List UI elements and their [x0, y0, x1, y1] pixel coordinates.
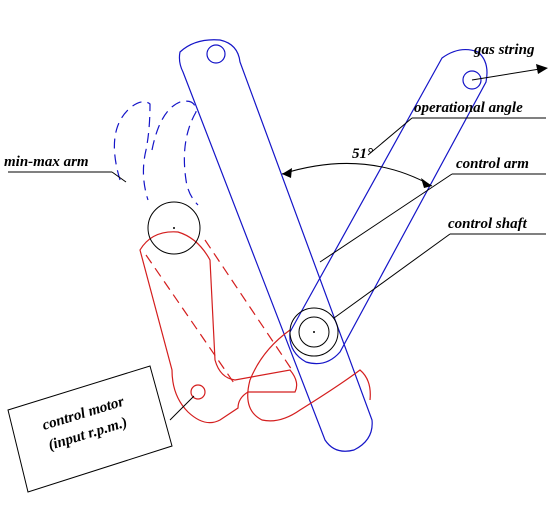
gas-string-label: gas string [473, 42, 535, 58]
control-shaft-leader [333, 233, 451, 319]
control-shaft-label: control shaft [448, 216, 528, 232]
min-max-arm-shaft [147, 201, 201, 255]
control-arm-blue [289, 48, 488, 365]
control-arm-end-hole [462, 70, 482, 90]
min-max-arm-dashed-outline [113, 100, 199, 206]
operational-angle-label: operational angle [414, 100, 523, 116]
gas-string-line [471, 67, 547, 81]
control-arm-leader [319, 173, 453, 263]
control-arm-label: control arm [456, 156, 529, 172]
angle-arrow-left [282, 168, 292, 178]
angle-arrow-right [421, 178, 432, 188]
min-max-arm-leader [111, 171, 127, 183]
control-motor-leader [169, 395, 195, 421]
min-max-arm-pivot-hole [206, 44, 226, 64]
min-max-arm-blue [178, 39, 373, 452]
gas-string-arrowhead [536, 64, 548, 74]
red-arm-motor-pin [190, 384, 206, 400]
operational-angle-leader [367, 117, 413, 156]
operational-angle-arc [281, 162, 433, 187]
min-max-arm-red [139, 231, 371, 424]
control-motor-box [7, 365, 173, 493]
angle-value-label: 51° [352, 146, 373, 162]
control-shaft [289, 307, 339, 357]
min-max-arm-label: min-max arm [4, 154, 89, 170]
